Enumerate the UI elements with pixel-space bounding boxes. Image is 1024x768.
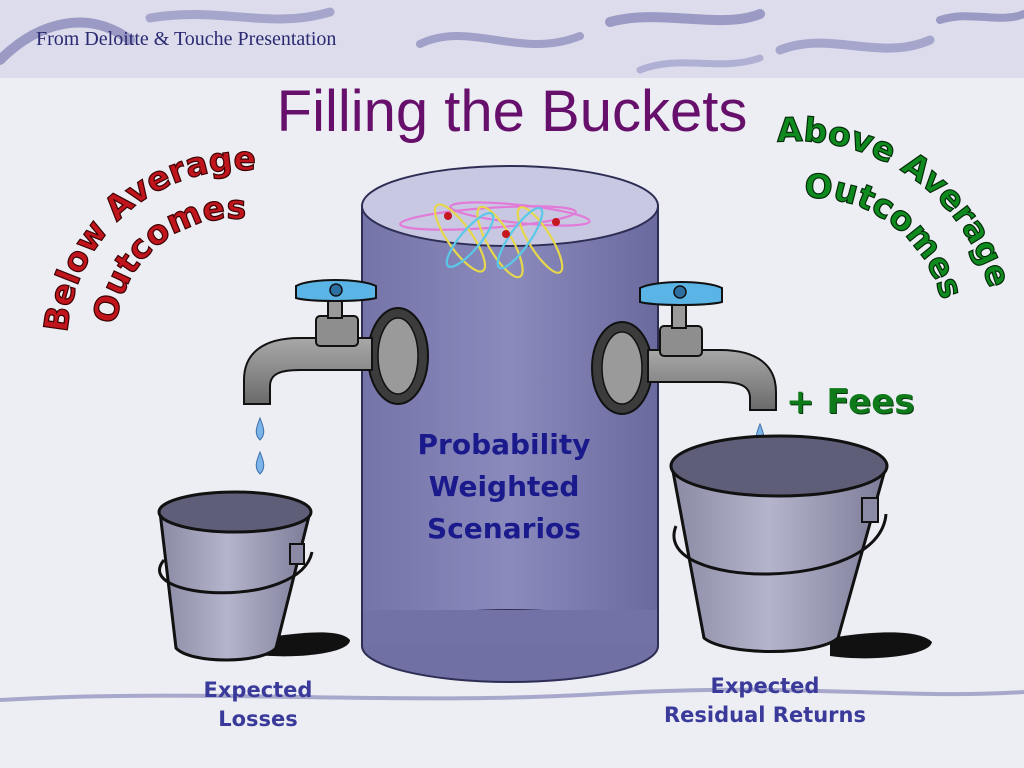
right-faucet-icon (591, 281, 777, 415)
source-note: From Deloitte & Touche Presentation (36, 28, 337, 50)
above-average-line2: Outcomes (803, 166, 972, 304)
tank-label-line1: Probability (417, 428, 591, 461)
right-bucket-icon (669, 434, 932, 659)
tank-label: Probability Weighted Scenarios (388, 424, 620, 550)
tank-label-line3: Scenarios (427, 512, 581, 545)
atom-scatter-icon (399, 201, 591, 279)
expected-losses-label: Expected Losses (168, 676, 348, 734)
expected-losses-line2: Losses (218, 707, 298, 731)
expected-residual-line2: Residual Returns (664, 703, 866, 727)
left-faucet-icon (243, 279, 429, 405)
expected-losses-line1: Expected (203, 678, 313, 702)
expected-residual-line1: Expected (710, 674, 820, 698)
tank-label-line2: Weighted (428, 470, 580, 503)
slide-title: Filling the Buckets (276, 79, 748, 144)
below-average-arc-label: Below Average Outcomes (36, 138, 257, 334)
svg-text:Outcomes: Outcomes (804, 166, 972, 303)
decorative-swirl-band (0, 0, 1024, 702)
fees-label: + Fees (786, 382, 915, 422)
left-bucket-icon (157, 490, 350, 662)
expected-residual-returns-label: Expected Residual Returns (640, 672, 890, 730)
